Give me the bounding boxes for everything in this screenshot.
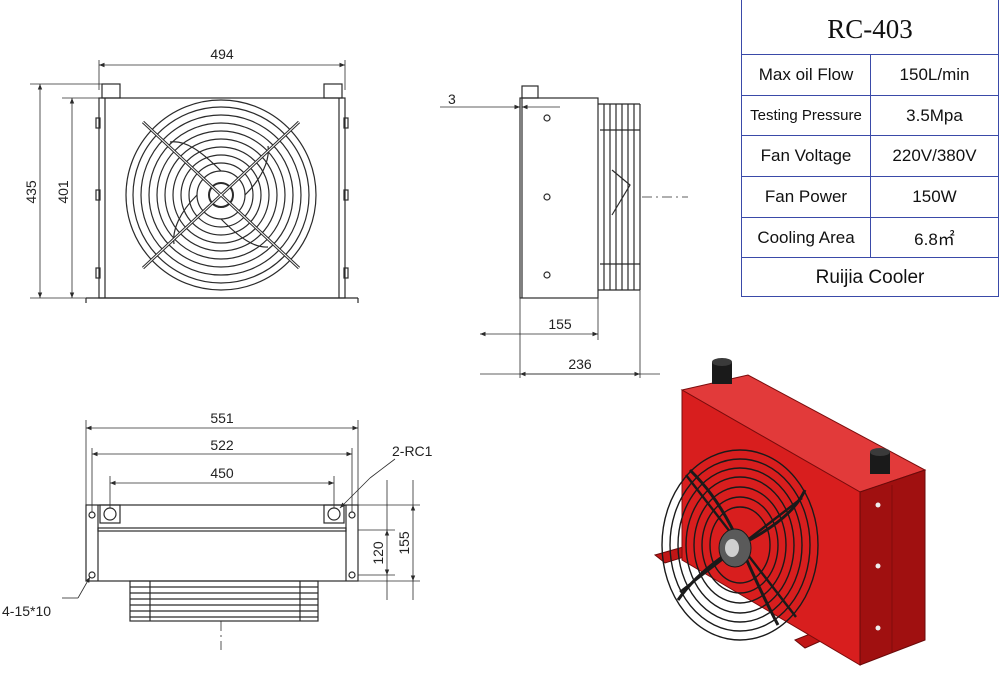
dim-front-height-inner: 401	[55, 180, 71, 204]
dim-side-depth-total: 236	[568, 356, 592, 372]
spec-row-cooling-area: Cooling Area 6.8㎡	[742, 217, 998, 259]
spec-value: 6.8㎡	[914, 230, 955, 250]
cooler-3d-render	[653, 358, 927, 666]
dim-top-width-outer: 551	[210, 410, 234, 426]
dim-top-width-mid: 522	[210, 437, 234, 453]
spec-value: 150W	[912, 186, 957, 206]
spec-key: Max oil Flow	[742, 55, 871, 95]
spec-value: 220V/380V	[892, 146, 977, 166]
label-port-spec: 2-RC1	[392, 443, 433, 459]
front-body	[98, 97, 346, 299]
brand-label: Ruijia Cooler	[815, 267, 925, 289]
render-port-cap-2	[870, 448, 890, 474]
side-view	[519, 85, 688, 299]
model-title: RC-403	[742, 0, 998, 55]
dim-side-depth-body: 155	[548, 316, 572, 332]
dim-front-height-outer: 435	[23, 180, 39, 204]
spec-table: RC-403 Max oil Flow 150L/min Testing Pre…	[741, 0, 999, 298]
dim-top-height-inner: 120	[370, 541, 386, 565]
top-view	[85, 504, 359, 650]
dim-side-offset: 3	[448, 91, 456, 107]
dim-front-width: 494	[210, 46, 234, 62]
front-dimensions	[30, 60, 346, 299]
top-fan	[129, 580, 319, 650]
front-view	[85, 83, 359, 303]
spec-row-fan-voltage: Fan Voltage 220V/380V	[742, 136, 998, 178]
dim-top-width-inner: 450	[210, 465, 234, 481]
label-mount-spec: 4-15*10	[2, 603, 51, 619]
spec-key: Testing Pressure	[742, 95, 871, 136]
render-port-cap-1	[712, 358, 732, 384]
top-dimensions	[62, 420, 420, 600]
side-body	[519, 97, 599, 299]
spec-row-testing-pressure: Testing Pressure 3.5Mpa	[742, 95, 998, 137]
front-port-left	[101, 83, 121, 99]
spec-value: 150L/min	[899, 64, 970, 84]
side-port	[521, 85, 539, 99]
dim-top-height-outer: 155	[396, 531, 412, 555]
spec-row-fan-power: Fan Power 150W	[742, 177, 998, 218]
front-port-right	[323, 83, 343, 99]
top-plate	[85, 504, 359, 582]
spec-key: Fan Power	[742, 177, 871, 217]
front-fan-guard	[125, 99, 317, 291]
spec-value: 3.5Mpa	[906, 105, 963, 125]
spec-key: Fan Voltage	[742, 136, 871, 177]
spec-row-max-oil-flow: Max oil Flow 150L/min	[742, 55, 998, 96]
spec-key: Cooling Area	[742, 217, 871, 258]
side-fan-housing	[598, 103, 688, 291]
side-dimensions	[440, 104, 660, 378]
